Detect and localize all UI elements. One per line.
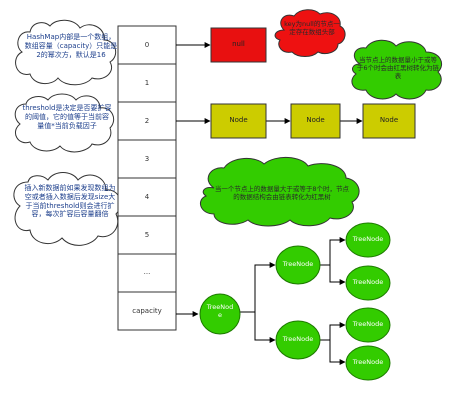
list-node-2-label: Node (306, 116, 325, 124)
tree-root-label: TreeNode (206, 303, 234, 319)
tree-leaf-node-1 (345, 222, 391, 258)
tree-child-node-2 (275, 320, 321, 360)
bucket-index-3: 3 (144, 155, 150, 163)
capacity-note-text: HashMap内部是一个数组，数组容量（capacity）只能是2的幂次方，默认… (24, 33, 118, 59)
null-key-note-text: key为null的节点一定存在数组头部 (284, 20, 340, 37)
list-node-2 (290, 103, 341, 139)
list-node-3-label: Node (379, 116, 399, 124)
bucket-index-4: 4 (144, 193, 150, 201)
bucket-index-1: 1 (144, 79, 150, 87)
tree-leaf-4-label: TreeNode (352, 358, 384, 366)
tree-child-1-label: TreeNode (282, 260, 314, 268)
tree-leaf-node-2 (345, 265, 391, 301)
tree-leaf-1-label: TreeNode (352, 235, 384, 243)
bucket-index-capacity: capacity (132, 307, 162, 315)
bucket-index-5: 5 (144, 231, 150, 239)
to-tree-note-text: 当一个节点上的数据量大于或等于8个时，节点的数据结构会由链表转化为红黑树 (214, 185, 350, 202)
bucket-index-ellipsis: ... (143, 268, 151, 276)
tree-leaf-node-3 (345, 307, 391, 343)
tree-edges (240, 237, 346, 365)
tree-leaf-2-label: TreeNode (352, 278, 384, 286)
null-key-note-cloud (274, 9, 346, 57)
bucket-index-2: 2 (144, 117, 150, 125)
null-node-label: null (232, 40, 245, 48)
tree-root-node (199, 293, 241, 335)
capacity-note-cloud (15, 19, 117, 86)
bucket-index-0: 0 (144, 41, 150, 49)
threshold-note-cloud (14, 93, 115, 153)
capacity-note-shape (15, 19, 117, 86)
tree-child-node-1 (275, 245, 321, 285)
list-node-3 (362, 103, 416, 139)
threshold-note-text: threshold是决定是否要扩容的阈值，它的值等于当前容量值*当前负载因子 (22, 104, 112, 130)
tree-leaf-3-label: TreeNode (352, 320, 384, 328)
insert-note-shape (13, 172, 121, 246)
bucket-array (117, 25, 177, 331)
list-node-1-label: Node (229, 116, 248, 124)
insert-note-text: 插入新数据前如果发现数组为空或者插入数据后发现size大于当前threshold… (24, 184, 116, 219)
threshold-note-shape (14, 93, 115, 153)
insert-note-cloud (13, 172, 121, 246)
tree-leaf-node-4 (345, 345, 391, 381)
tree-child-2-label: TreeNode (282, 335, 314, 343)
null-node-box (210, 27, 267, 63)
to-tree-note-cloud (199, 157, 360, 227)
to-list-note-cloud (351, 39, 442, 100)
list-node-1 (210, 103, 267, 139)
to-list-note-text: 当节点上的数据量小于或等于6个时会由红黑树转化为链表 (356, 56, 440, 81)
